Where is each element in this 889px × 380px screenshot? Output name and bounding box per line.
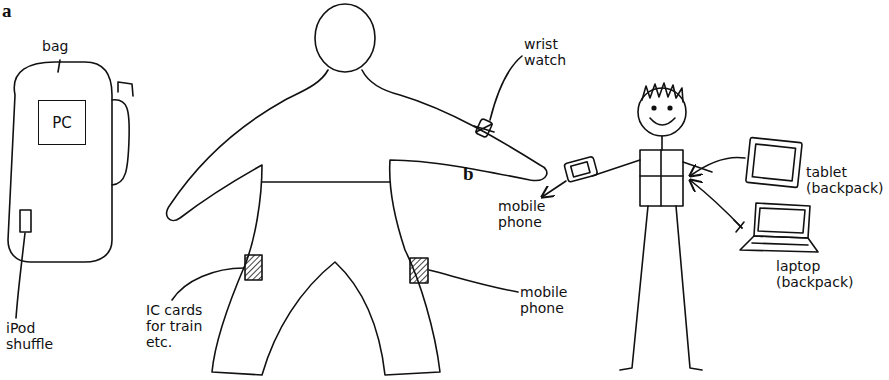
head-outline	[315, 4, 375, 72]
ipod-symbol	[20, 210, 31, 232]
part-label: bag	[42, 38, 102, 54]
arrow-line	[542, 181, 566, 197]
leg-line	[676, 206, 702, 370]
leader-line	[16, 233, 25, 318]
phone-patch	[410, 258, 428, 283]
leader-line	[172, 268, 244, 300]
tablet-symbol	[746, 137, 802, 187]
laptop-symbol	[740, 203, 818, 252]
part-label: mobile phone	[498, 198, 562, 230]
hair-scribble	[642, 83, 683, 102]
leader-line	[429, 270, 518, 292]
leg-line	[620, 206, 648, 370]
node-text: PC	[52, 114, 72, 132]
leader-line	[58, 60, 60, 72]
bag-strap	[118, 82, 133, 96]
part-label: wrist watch	[524, 36, 584, 68]
torso-box	[640, 150, 683, 206]
figure-b	[542, 83, 818, 370]
panel-letter: b	[463, 163, 487, 185]
arrow-line	[690, 157, 745, 176]
bag-strap	[112, 100, 129, 185]
part-label: iPod shuffle	[6, 320, 70, 352]
waist-line	[262, 181, 390, 183]
wrist-watch-symbol	[474, 118, 494, 138]
ic-card-patch	[245, 255, 262, 280]
body-outline	[167, 70, 547, 375]
phone-symbol	[564, 156, 598, 182]
arm-line	[592, 160, 640, 176]
head-outline	[638, 88, 686, 136]
part-label: laptop (backpack)	[776, 258, 858, 290]
star-mark	[734, 220, 744, 232]
part-label: tablet (backpack)	[806, 164, 886, 196]
backpack-straps	[640, 150, 683, 206]
bag-outline	[8, 62, 112, 262]
eye	[668, 106, 672, 110]
figure-a	[8, 4, 547, 375]
neck-line	[661, 136, 663, 150]
leader-line	[490, 56, 522, 120]
eye	[652, 106, 656, 110]
smile	[650, 118, 675, 125]
pc-box: PC	[38, 100, 86, 145]
part-label: mobile phone	[520, 284, 582, 316]
panel-letter: a	[2, 0, 26, 22]
part-label: IC cards for train etc.	[146, 302, 226, 350]
